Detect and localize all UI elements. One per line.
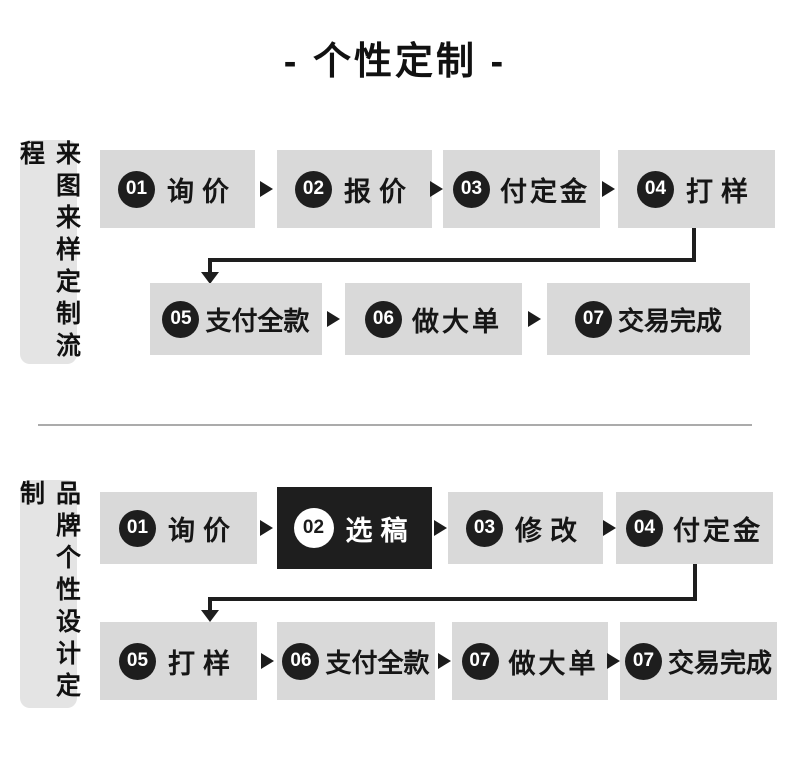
arrow-right-icon bbox=[260, 520, 273, 536]
step-number-badge: 01 bbox=[119, 509, 156, 547]
step-label: 交易完成 bbox=[617, 305, 722, 336]
step-label: 做大单 bbox=[412, 306, 502, 337]
page-title: - 个性定制 - bbox=[283, 41, 507, 83]
s2-step-complete: 07 交易完成 bbox=[620, 622, 777, 700]
step-number-badge: 04 bbox=[637, 170, 674, 208]
step-number-badge: 05 bbox=[119, 642, 156, 680]
step-label: 打样 bbox=[168, 648, 238, 679]
step-number-badge: 03 bbox=[453, 170, 490, 208]
step-label: 支付全款 bbox=[205, 305, 310, 336]
s2-step-inquiry: 01 询价 bbox=[100, 492, 257, 564]
connector-line bbox=[693, 564, 697, 601]
step-number-badge: 02 bbox=[293, 508, 334, 548]
step-number-badge: 05 bbox=[162, 300, 200, 338]
s1-step-sample: 04 打样 bbox=[618, 150, 775, 228]
s1-step-inquiry: 01 询价 bbox=[100, 150, 255, 228]
connector-line bbox=[208, 597, 212, 612]
step-label: 询价 bbox=[168, 515, 238, 546]
s1-step-quote: 02 报价 bbox=[277, 150, 432, 228]
connector-line bbox=[692, 228, 696, 262]
arrow-right-icon bbox=[528, 311, 541, 327]
step-label: 打样 bbox=[686, 176, 756, 207]
s1-step-complete: 07 交易完成 bbox=[547, 283, 750, 355]
step-label: 报价 bbox=[344, 176, 414, 207]
step-label: 支付全款 bbox=[325, 647, 430, 678]
arrow-right-icon bbox=[327, 311, 340, 327]
step-number-badge: 07 bbox=[461, 642, 499, 680]
s2-step-full-payment: 06 支付全款 bbox=[277, 622, 435, 700]
step-label: 选稿 bbox=[345, 515, 416, 546]
step-label: 付定金 bbox=[500, 176, 590, 207]
step-number-badge: 01 bbox=[118, 170, 155, 208]
connector-line bbox=[208, 258, 696, 262]
arrow-right-icon bbox=[261, 653, 274, 669]
arrow-down-icon bbox=[201, 610, 219, 622]
arrow-right-icon bbox=[430, 181, 443, 197]
step-label: 做大单 bbox=[508, 648, 599, 679]
step-number-badge: 06 bbox=[282, 642, 320, 680]
section-divider bbox=[38, 424, 752, 426]
s2-step-deposit: 04 付定金 bbox=[616, 492, 773, 564]
s2-step-bulk-order: 07 做大单 bbox=[452, 622, 608, 700]
section1-sidebar-label: 来图来样定制流程 bbox=[16, 140, 81, 364]
s2-step-modify: 03 修改 bbox=[448, 492, 603, 564]
arrow-right-icon bbox=[603, 520, 616, 536]
section2-sidebar-label: 品牌个性设计定制 bbox=[17, 480, 81, 708]
step-number-badge: 06 bbox=[365, 300, 402, 338]
step-number-badge: 03 bbox=[466, 509, 503, 547]
arrow-right-icon bbox=[602, 181, 615, 197]
arrow-down-icon bbox=[201, 272, 219, 284]
connector-line bbox=[208, 258, 212, 274]
step-number-badge: 07 bbox=[624, 642, 662, 680]
step-label: 交易完成 bbox=[667, 647, 772, 678]
arrow-right-icon bbox=[434, 520, 447, 536]
arrow-right-icon bbox=[260, 181, 273, 197]
s1-step-bulk-order: 06 做大单 bbox=[345, 283, 522, 355]
s1-step-deposit: 03 付定金 bbox=[443, 150, 600, 228]
s2-step-sample: 05 打样 bbox=[100, 622, 257, 700]
arrow-right-icon bbox=[438, 653, 451, 669]
step-number-badge: 02 bbox=[295, 170, 332, 208]
s2-step-select-draft-highlighted: 02 选稿 bbox=[277, 487, 432, 569]
step-label: 修改 bbox=[515, 515, 585, 546]
step-label: 付定金 bbox=[673, 515, 763, 546]
step-label: 询价 bbox=[167, 176, 237, 207]
step-number-badge: 04 bbox=[626, 509, 663, 547]
arrow-right-icon bbox=[607, 653, 620, 669]
step-number-badge: 07 bbox=[574, 300, 612, 338]
connector-line bbox=[208, 597, 697, 601]
s1-step-full-payment: 05 支付全款 bbox=[150, 283, 322, 355]
